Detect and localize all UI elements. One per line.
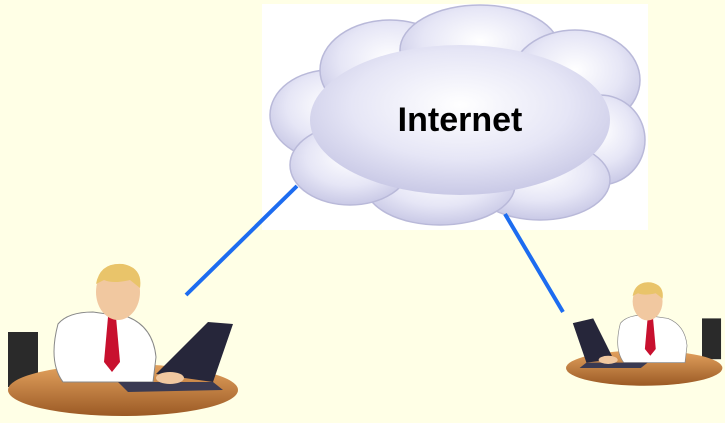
link-left [186,186,297,295]
person-laptop-icon [8,264,238,416]
cloud-label: Internet [370,101,550,140]
person-laptop-icon [566,282,722,385]
